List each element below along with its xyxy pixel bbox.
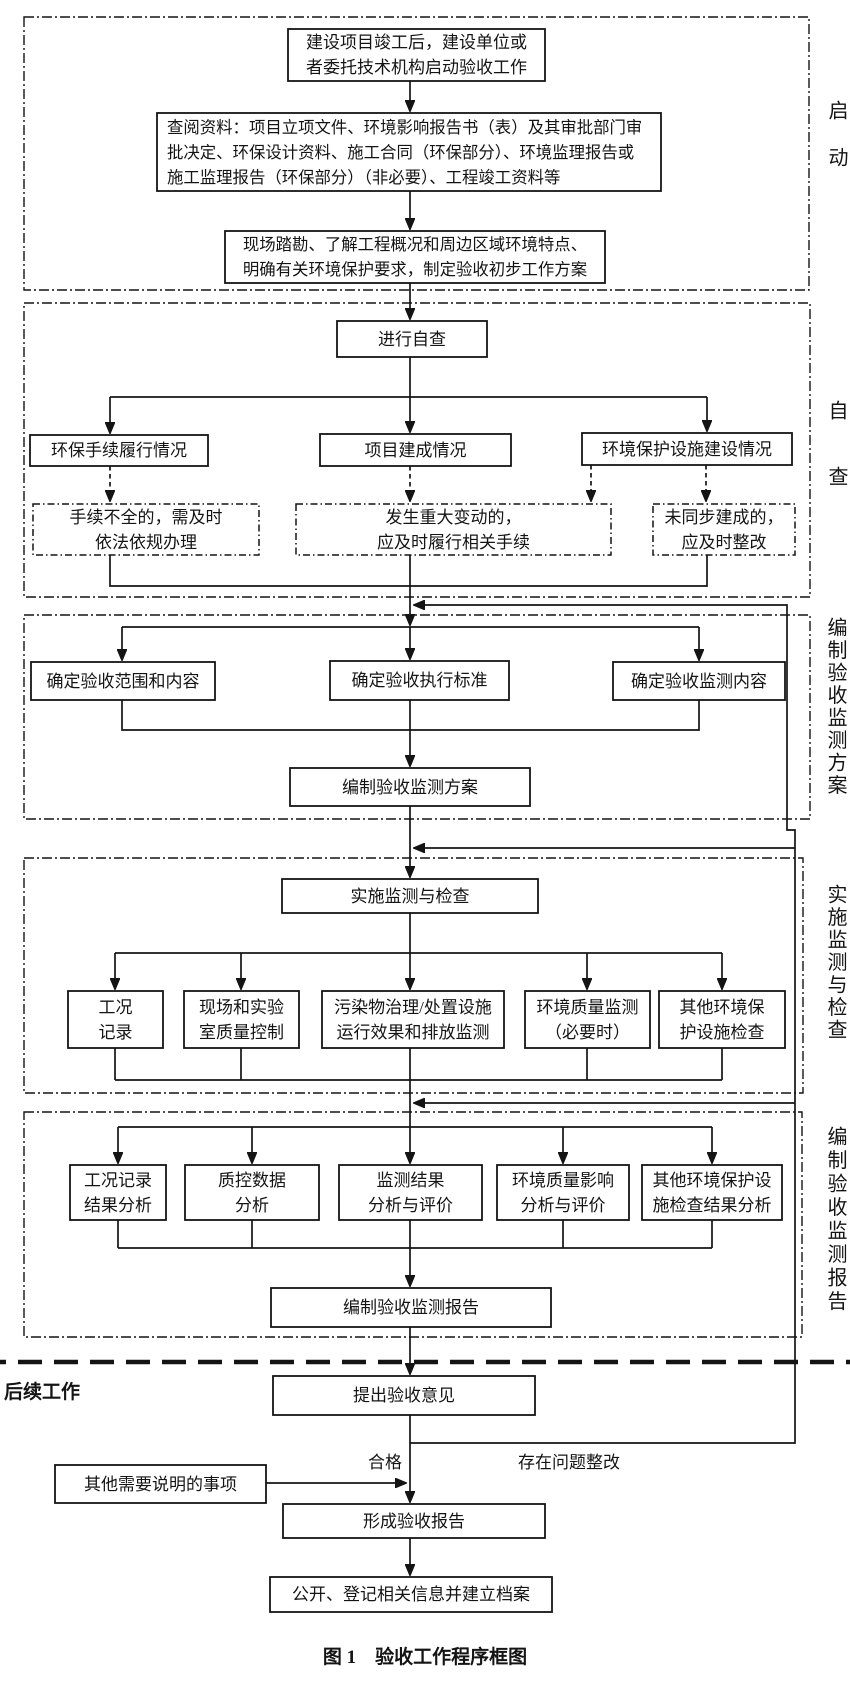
- node-report: 编制验收监测报告: [343, 1298, 479, 1317]
- node-env-quality: 环境质量监测 （必要时）: [536, 997, 639, 1042]
- node-scope: 确定验收范围和内容: [46, 671, 200, 691]
- node-implement: 实施监测与检查: [350, 886, 470, 906]
- node-opinion-box: [272, 1375, 536, 1416]
- node-build-status: 项目建成情况: [364, 440, 467, 460]
- section-start-border: [23, 16, 810, 291]
- section-implement-border: [23, 857, 804, 1094]
- node-qc-analysis: 质控数据 分析: [218, 1170, 286, 1215]
- node-change-remedy-box: [295, 503, 612, 556]
- dashed-connectors: [110, 465, 706, 501]
- node-content: 确定验收监测内容: [631, 671, 767, 691]
- section-label-plan: 编制验收监测方案: [824, 617, 846, 797]
- node-pollution: 污染物治理/处置设施 运行效果和排放监测: [334, 997, 492, 1042]
- node-proc-status-box: [29, 434, 209, 467]
- node-final-report: 形成验收报告: [363, 1511, 465, 1531]
- node-survey: 现场踏勘、了解工程概况和周边区域环境特点、 明确有关环境保护要求，制定验收初步工…: [242, 235, 588, 279]
- node-cond-record: 工况 记录: [98, 997, 133, 1042]
- node-review: 查阅资料：项目立项文件、环境影响报告书（表）及其审批部门审 批决定、环保设计资料…: [167, 117, 643, 187]
- feedback-rectify-path: [410, 605, 796, 1444]
- node-scope-box: [30, 661, 216, 701]
- node-build-remedy: 未同步建成的， 应及时整改: [664, 507, 784, 552]
- node-qc-control: 现场和实验 室质量控制: [199, 997, 284, 1042]
- node-proc-status: 环保手续履行情况: [51, 441, 187, 460]
- node-proc-remedy: 手续不全的，需及时 依法依规办理: [69, 507, 223, 552]
- node-start-box: [287, 28, 546, 82]
- node-monitor-analysis: 监测结果 分析与评价: [368, 1170, 453, 1215]
- merge-implement: [114, 1048, 723, 1081]
- section-label-implement: 实施监测与检查: [824, 884, 846, 1042]
- section-report-border: [23, 1111, 803, 1338]
- node-self-check: 进行自查: [378, 329, 446, 349]
- section-label-start: 启动: [825, 100, 847, 194]
- node-standard: 确定验收执行标准: [351, 671, 488, 690]
- section-self-check-border: [23, 302, 811, 598]
- section-label-report: 编制验收监测报告: [824, 1126, 846, 1314]
- node-build-remedy-box: [652, 503, 796, 556]
- node-facility-status: 环境保护设施建设情况: [602, 439, 772, 459]
- node-report-box: [270, 1287, 552, 1328]
- branch-label-rectify: 存在问题整改: [518, 1453, 620, 1472]
- section-label-self-check: 自查: [825, 400, 847, 532]
- post-stage-label: 后续工作: [4, 1382, 81, 1403]
- figure-caption: 图 1 验收工作程序框图: [322, 1647, 528, 1668]
- section-plan-border: [23, 614, 811, 820]
- merge-report: [117, 1220, 713, 1249]
- node-change-remedy: 发生重大变动的， 应及时履行相关手续: [377, 507, 530, 552]
- node-publish: 公开、登记相关信息并建立档案: [292, 1585, 530, 1604]
- node-review-box: [156, 112, 662, 192]
- node-facility-analysis: 其他环境保护设 施检查结果分析: [652, 1170, 772, 1215]
- node-self-check-box: [336, 320, 488, 358]
- node-env-analysis: 环境质量影响 分析与评价: [512, 1170, 614, 1215]
- node-other-facility: 其他环境保 护设施检查: [679, 997, 765, 1042]
- branch-label-qualified: 合格: [368, 1453, 402, 1472]
- node-other-items: 其他需要说明的事项: [84, 1474, 237, 1494]
- node-plan: 编制验收监测方案: [342, 777, 478, 797]
- section-borders: [23, 16, 811, 1338]
- node-other-items-box: [54, 1464, 267, 1504]
- node-final-report-box: [282, 1503, 546, 1539]
- node-build-status-box: [319, 433, 512, 467]
- node-pollution-box: [321, 990, 505, 1049]
- node-standard-box: [329, 660, 510, 701]
- feedback-connectors: [410, 605, 796, 1444]
- node-survey-box: [224, 230, 606, 284]
- node-start: 建设项目竣工后，建设单位或 者委托技术机构启动验收工作: [306, 33, 527, 77]
- node-proc-remedy-box: [32, 503, 260, 556]
- node-cond-analysis: 工况记录 结果分析: [84, 1170, 152, 1215]
- flow-connectors: [110, 81, 722, 1575]
- merge-self-check: [109, 555, 708, 587]
- node-facility-status-box: [581, 432, 793, 466]
- node-opinion: 提出验收意见: [353, 1386, 455, 1405]
- node-publish-box: [269, 1576, 553, 1613]
